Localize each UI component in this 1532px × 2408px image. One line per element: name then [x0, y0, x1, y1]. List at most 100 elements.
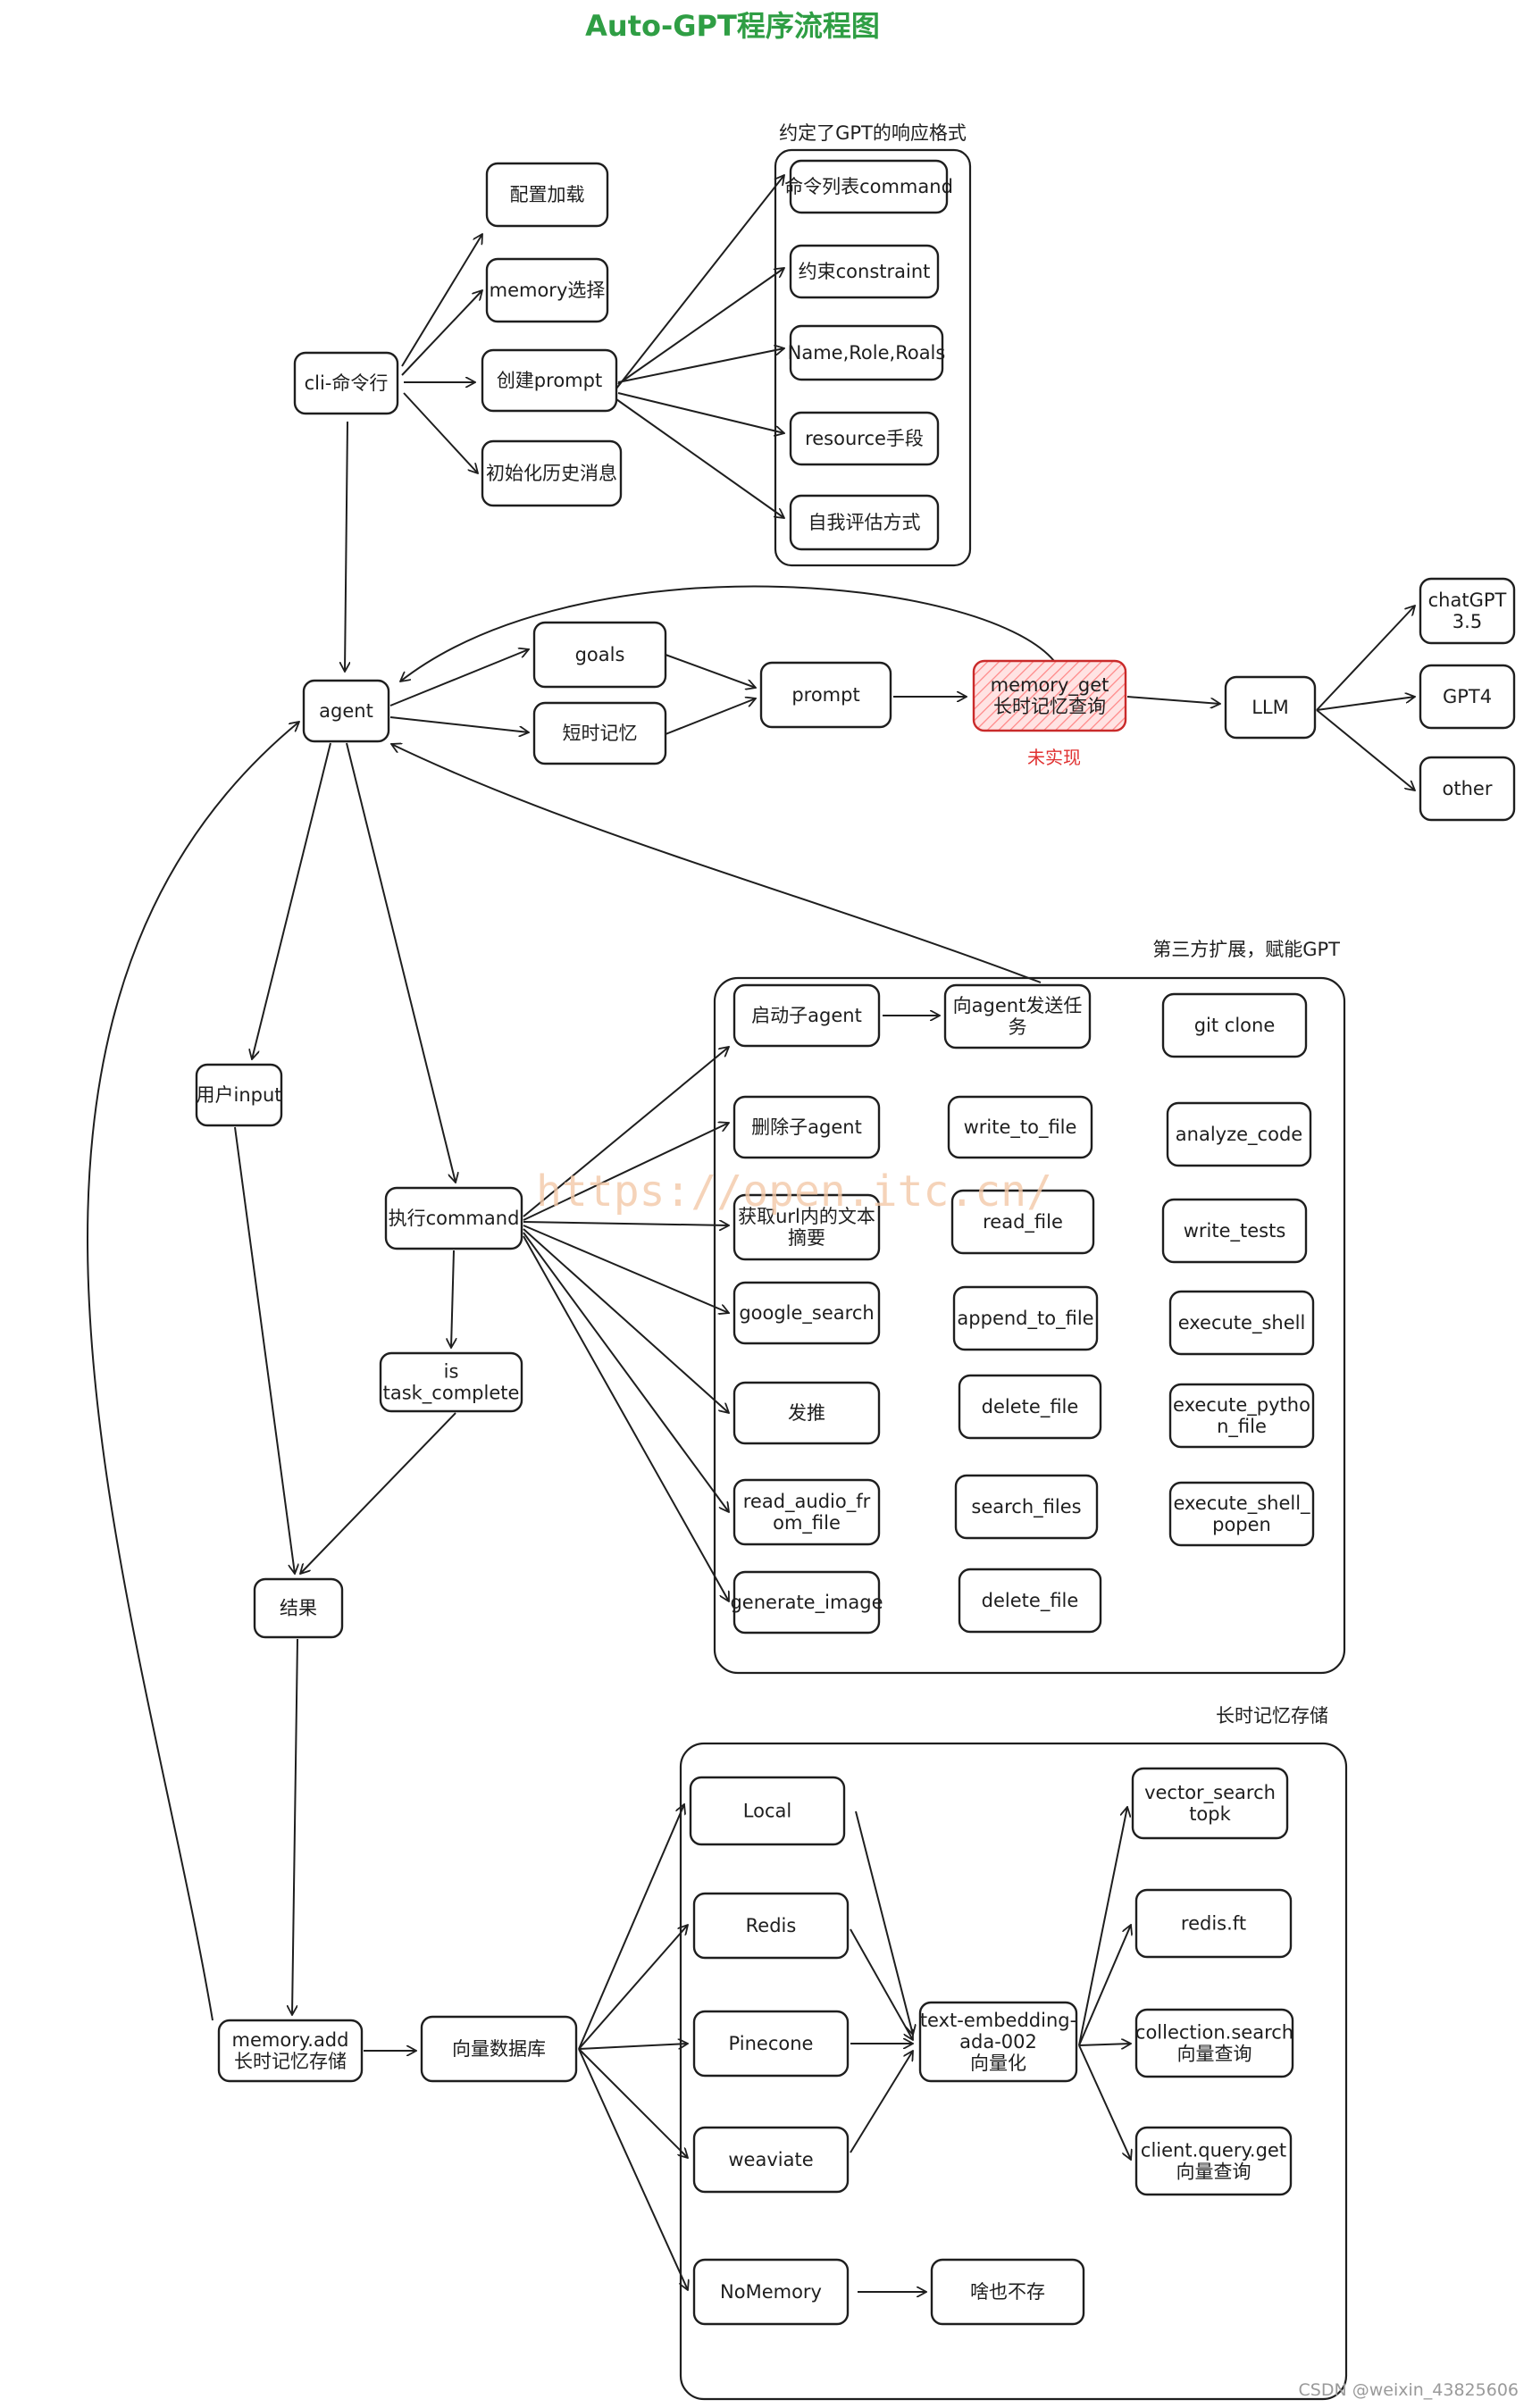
edge-arrow: [234, 1126, 295, 1574]
node-constraint: 约束constraint: [789, 244, 940, 299]
node-label: 执行command: [389, 1208, 520, 1229]
node-label: 创建prompt: [497, 370, 602, 391]
node-cli: cli-命令行: [293, 351, 399, 415]
edge-arrow: [391, 744, 1042, 983]
node-box: [1161, 992, 1308, 1058]
node-q-redis: redis.ft: [1134, 1888, 1293, 1959]
node-box: [950, 1189, 1095, 1255]
node-box: [692, 2010, 850, 2078]
edge-arrow: [523, 1235, 729, 1601]
node-label: GPT4: [1443, 686, 1492, 707]
node-label: Local: [743, 1801, 791, 1822]
node-c-append: append_to_file: [952, 1285, 1099, 1351]
node-label: weaviate: [728, 2149, 813, 2170]
node-label: cli-命令行: [305, 372, 389, 394]
node-label: n_file: [1217, 1416, 1267, 1438]
node-c-write: write_to_file: [947, 1095, 1093, 1159]
node-label: 向量查询: [1177, 2044, 1252, 2065]
node-label: 短时记忆: [563, 723, 638, 744]
edge-arrow: [1126, 696, 1220, 704]
edge-arrow: [617, 392, 784, 433]
node-label: 删除子agent: [751, 1116, 862, 1138]
node-label: 发推: [788, 1402, 825, 1424]
node-label: memory选择: [490, 280, 606, 301]
node-label: popen: [1212, 1514, 1271, 1535]
node-box: [689, 1776, 846, 1846]
node-c-tweet: 发推: [733, 1381, 881, 1445]
node-box: [1166, 1101, 1312, 1167]
edge-arrow: [615, 398, 784, 518]
node-m-weaviate: weaviate: [692, 2126, 850, 2194]
edge-arrow: [1078, 1807, 1127, 2046]
node-box: [958, 1374, 1102, 1440]
node-box: [253, 1577, 344, 1639]
node-label: write_tests: [1184, 1220, 1286, 1242]
edge-arrow: [850, 2051, 913, 2153]
node-box: [789, 494, 940, 551]
node-label: 务: [1009, 1016, 1027, 1038]
node-m-nothing: 啥也不存: [930, 2258, 1085, 2326]
edges-layer: [87, 175, 1415, 2292]
node-inithist: 初始化历史消息: [481, 439, 623, 507]
node-box: [692, 1892, 850, 1960]
node-box: [302, 679, 390, 743]
edge-arrow: [523, 1222, 729, 1225]
group-label: 第三方扩展，赋能GPT: [1152, 939, 1340, 960]
node-prompt: prompt: [759, 661, 892, 729]
node-box: [485, 162, 609, 228]
node-box: [217, 2019, 364, 2083]
node-box: [733, 1281, 881, 1345]
node-label: 自我评估方式: [808, 512, 921, 533]
node-label: 向量化: [970, 2053, 1026, 2074]
edge-arrow: [578, 2048, 688, 2290]
edge-arrow: [855, 1810, 913, 2035]
node-box: [733, 1478, 881, 1546]
node-box: [195, 1063, 283, 1127]
node-box: [733, 983, 881, 1048]
node-box: [1168, 1290, 1315, 1356]
node-c-delfile1: delete_file: [958, 1374, 1102, 1440]
node-box: [420, 2015, 578, 2083]
node-goals: goals: [532, 621, 667, 689]
edge-arrow: [578, 2048, 688, 2158]
node-box: [481, 439, 623, 507]
edge-arrow: [523, 1047, 729, 1217]
node-label: delete_file: [982, 1590, 1079, 1612]
edge-arrow: [87, 722, 299, 2021]
node-box: [943, 983, 1092, 1049]
node-c-delfile2: delete_file: [958, 1568, 1102, 1634]
node-label: append_to_file: [957, 1308, 1093, 1330]
node-shortmem: 短时记忆: [532, 701, 667, 765]
node-label: chatGPT: [1428, 589, 1507, 611]
node-label: resource手段: [805, 428, 924, 449]
node-agent: agent: [302, 679, 390, 743]
edge-arrow: [292, 1638, 298, 2015]
node-label: client.query.get: [1141, 2140, 1286, 2161]
node-c-git: git clone: [1161, 992, 1308, 1058]
node-box: [1134, 1888, 1293, 1959]
node-label: prompt: [791, 684, 859, 706]
edge-arrow: [617, 268, 784, 385]
edge-arrow: [389, 649, 529, 707]
node-box: [1224, 675, 1317, 740]
edge-arrow: [523, 1225, 729, 1313]
format-group-frame: [774, 148, 972, 567]
node-label: Redis: [746, 1915, 797, 1936]
node-label: execute_shell_: [1173, 1492, 1310, 1515]
node-llm: LLM: [1224, 675, 1317, 740]
node-execcmd: 执行command: [384, 1186, 523, 1250]
memory-group-frame: [679, 1742, 1348, 2401]
node-config: 配置加载: [485, 162, 609, 228]
node-label: Pinecone: [729, 2033, 814, 2054]
node-box: [972, 659, 1127, 732]
group-label: 长时记忆存储: [1216, 1705, 1328, 1727]
nodes-layer: cli-命令行配置加载memory选择创建prompt初始化历史消息命令列表co…: [195, 159, 1516, 2326]
